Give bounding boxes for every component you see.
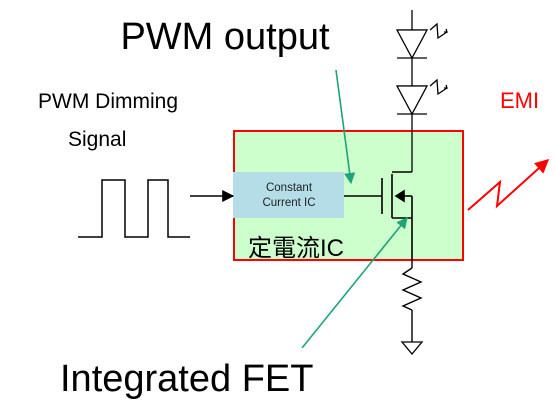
resistor-icon <box>401 260 423 342</box>
led-icon <box>395 78 448 172</box>
integrated-fet-callout-arrow <box>301 217 408 349</box>
pwm-waveform-icon <box>78 179 190 238</box>
dimming-signal-label-line1: PWM Dimming <box>38 90 178 113</box>
emi-label: EMI <box>500 88 540 113</box>
pwm-output-callout: PWM output <box>87 4 363 70</box>
constant-current-label: Constant Current IC <box>238 176 340 216</box>
emi-zigzag-icon <box>467 159 550 211</box>
led-icon <box>395 10 448 86</box>
constant-current-label-line1: Constant <box>265 182 313 194</box>
ground-icon <box>400 341 424 356</box>
dimming-signal-label-line2: Signal <box>68 128 127 151</box>
constant-current-block <box>233 172 344 218</box>
ic-japanese-label: 定電流IC <box>248 235 344 262</box>
pwm-output-callout-arrow <box>335 69 356 185</box>
integrated-fet-callout: Integrated FET <box>44 348 374 410</box>
constant-current-label-line2: Current IC <box>262 197 316 209</box>
